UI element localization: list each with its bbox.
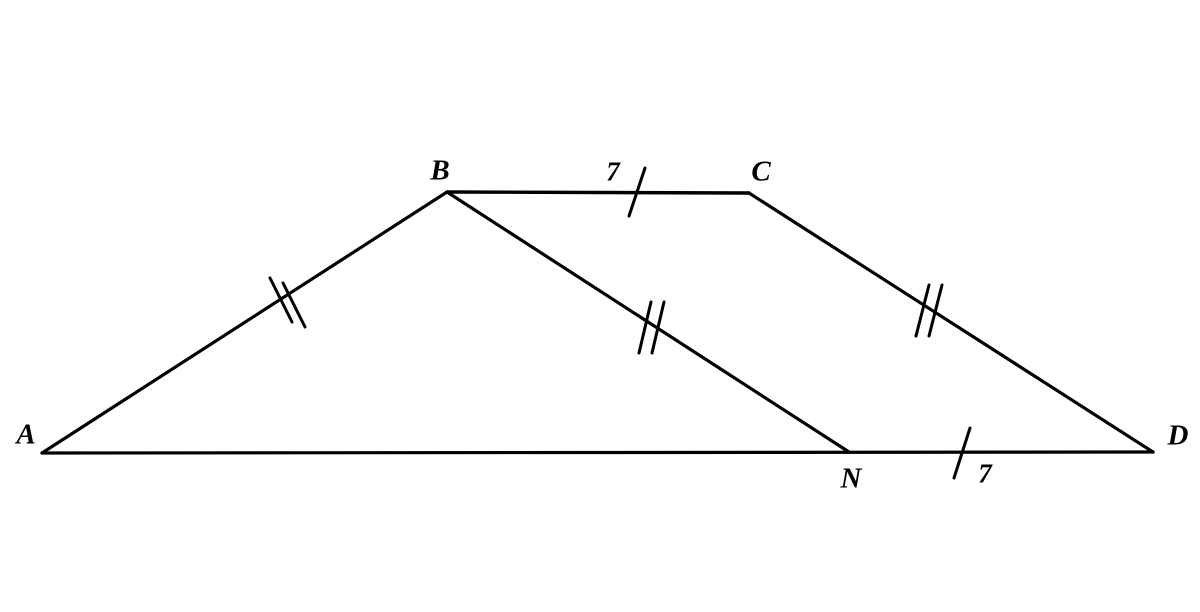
length-label-nd: 7 (978, 458, 992, 489)
vertex-label-d: D (1167, 419, 1189, 452)
tick-mark (914, 283, 931, 338)
segment-cd (747, 191, 1155, 454)
tick-marks-nd (952, 426, 972, 480)
tick-mark (637, 300, 653, 355)
tick-mark (268, 276, 294, 324)
tick-marks-bn (637, 300, 666, 355)
segment-bn (445, 190, 851, 454)
tick-mark (952, 426, 972, 480)
tick-mark (281, 281, 307, 329)
tick-mark (627, 166, 647, 218)
tick-marks-ab (268, 276, 307, 329)
vertex-label-b: B (430, 154, 450, 187)
segment-ad (40, 450, 1155, 455)
segment-ab (40, 190, 449, 455)
tick-marks-bc (627, 166, 647, 218)
tick-mark (650, 300, 666, 355)
vertex-label-a: A (16, 418, 36, 451)
vertex-label-n: N (840, 462, 862, 495)
tick-mark (927, 283, 944, 338)
segment-bc (445, 190, 751, 195)
vertex-label-c: C (751, 155, 771, 188)
length-label-bc: 7 (606, 156, 620, 187)
tick-marks-cd (914, 283, 944, 338)
